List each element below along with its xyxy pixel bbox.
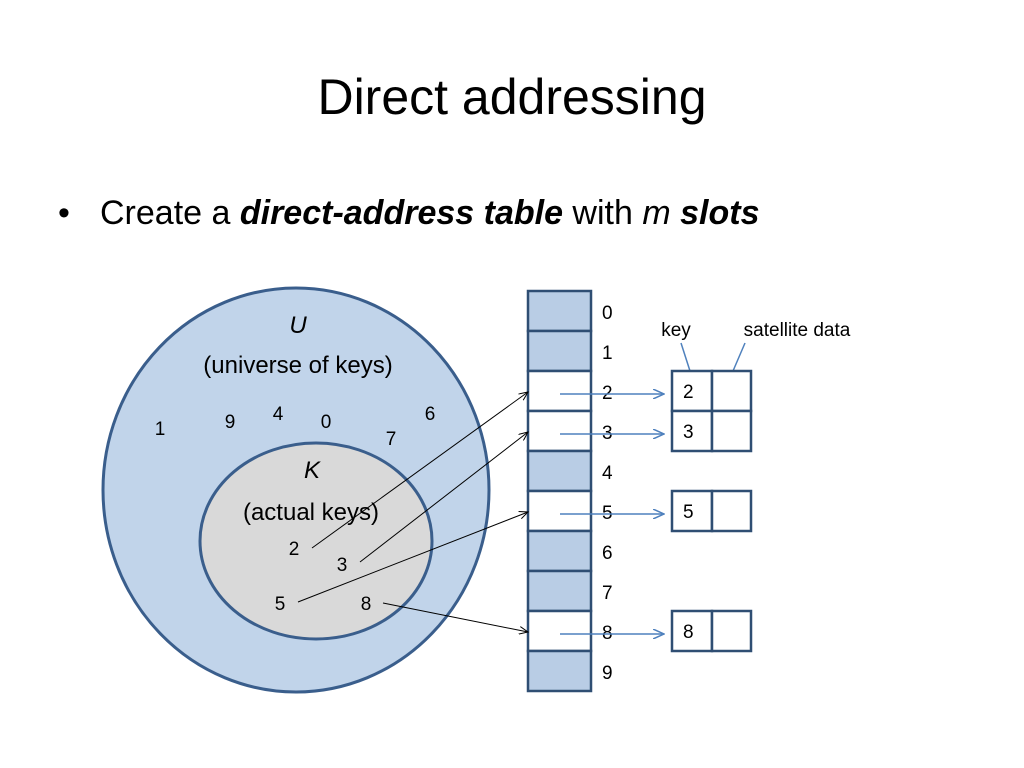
actual-key: 8 — [361, 594, 372, 615]
table-slot-4 — [526, 449, 593, 493]
record-key-value: 5 — [683, 502, 694, 523]
universe-key: 4 — [273, 404, 284, 425]
record-satellite-cell — [710, 609, 753, 653]
bullet-term-table: direct-address table — [239, 194, 563, 232]
table-slot-2 — [526, 369, 593, 413]
record-key-value: 3 — [683, 422, 694, 443]
record-key-cell — [670, 609, 714, 653]
satellite-label-pointer — [732, 342, 746, 372]
table-slot-1 — [526, 329, 593, 373]
satellite-data-label: satellite data — [744, 320, 851, 341]
bullet-text-middle: with — [562, 194, 643, 232]
actual-symbol: K — [304, 457, 321, 484]
records: 2 3 5 8 — [560, 369, 753, 653]
actual-keys: 2 3 5 8 — [275, 539, 372, 615]
bullet-var-m: m — [642, 194, 671, 232]
arrow-key-3 — [359, 432, 528, 563]
record-satellite-cell — [710, 409, 753, 453]
slot-index-6: 6 — [602, 543, 613, 564]
table-slot-3 — [526, 409, 593, 453]
slot-index-9: 9 — [602, 663, 613, 684]
universe-label: (universe of keys) — [203, 352, 392, 379]
slot-index-4: 4 — [602, 463, 613, 484]
table-slot-5 — [526, 489, 593, 533]
key-label-pointer — [680, 342, 691, 372]
actual-key: 5 — [275, 594, 286, 615]
universe-key: 9 — [225, 412, 236, 433]
record-key-value: 8 — [683, 622, 694, 643]
page-title: Direct addressing — [317, 69, 707, 125]
slot-index-1: 1 — [602, 343, 613, 364]
key-to-slot-arrows — [297, 392, 528, 632]
slot-index-7: 7 — [602, 583, 613, 604]
table-slot-8 — [526, 609, 593, 653]
key-label: key — [661, 320, 691, 341]
actual-label: (actual keys) — [243, 499, 379, 526]
record-key-cell — [670, 369, 714, 413]
universe-symbol: U — [289, 312, 307, 339]
actual-keys-circle — [198, 441, 434, 641]
table-slot-9 — [526, 649, 593, 693]
record-key-value: 2 — [683, 382, 694, 403]
bullet-text-prefix: Create a — [100, 194, 240, 232]
bullet-dot: • — [58, 194, 70, 232]
record-satellite-cell — [710, 489, 753, 533]
actual-key: 3 — [337, 555, 348, 576]
table-slot-6 — [526, 529, 593, 573]
bullet-point: • Create a direct-address table with m sl… — [58, 188, 759, 238]
universe-key: 1 — [155, 419, 166, 440]
table-slot-0 — [526, 289, 593, 333]
direct-address-table — [526, 289, 593, 693]
arrow-key-8 — [382, 602, 528, 632]
arrow-key-2 — [311, 392, 528, 549]
universe-keys: 1 9 4 0 6 7 — [155, 404, 436, 450]
slot-index-0: 0 — [602, 303, 613, 324]
table-slot-7 — [526, 569, 593, 613]
universe-key: 7 — [386, 429, 397, 450]
actual-key: 2 — [289, 539, 300, 560]
arrow-key-5 — [297, 512, 528, 603]
universe-key: 0 — [321, 412, 332, 433]
record-satellite-cell — [710, 369, 753, 413]
universe-key: 6 — [425, 404, 436, 425]
bullet-term-slots: slots — [680, 194, 760, 232]
